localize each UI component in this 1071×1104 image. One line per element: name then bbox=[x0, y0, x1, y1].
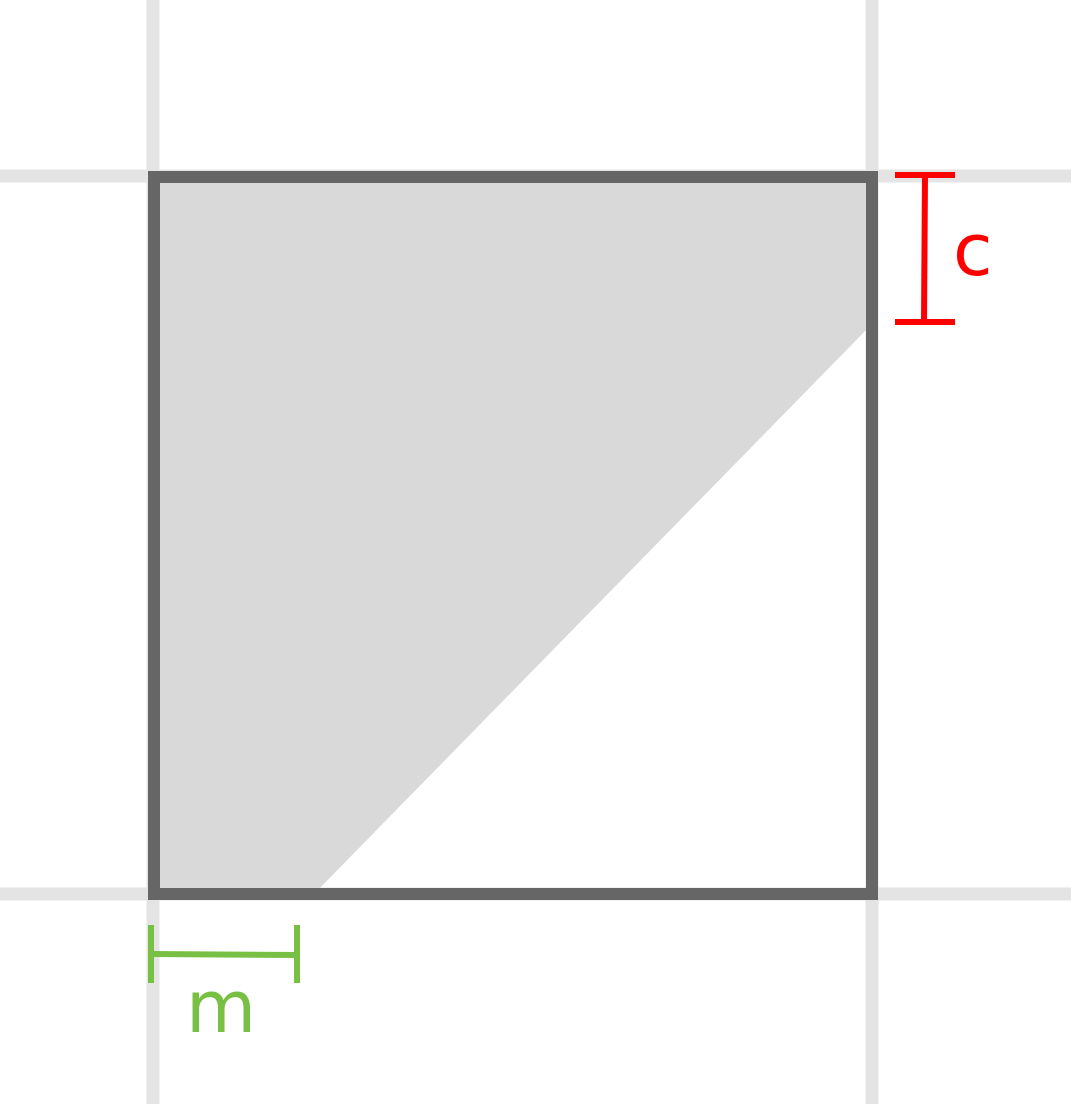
c-label: c bbox=[953, 208, 993, 292]
m-marker-stem bbox=[150, 951, 298, 958]
c-marker: c bbox=[895, 172, 993, 325]
square-outline bbox=[148, 171, 878, 900]
shaded-region bbox=[153, 176, 872, 894]
m-label: m bbox=[186, 965, 256, 1049]
m-marker: m bbox=[148, 925, 300, 1049]
c-marker-stem bbox=[921, 174, 928, 323]
